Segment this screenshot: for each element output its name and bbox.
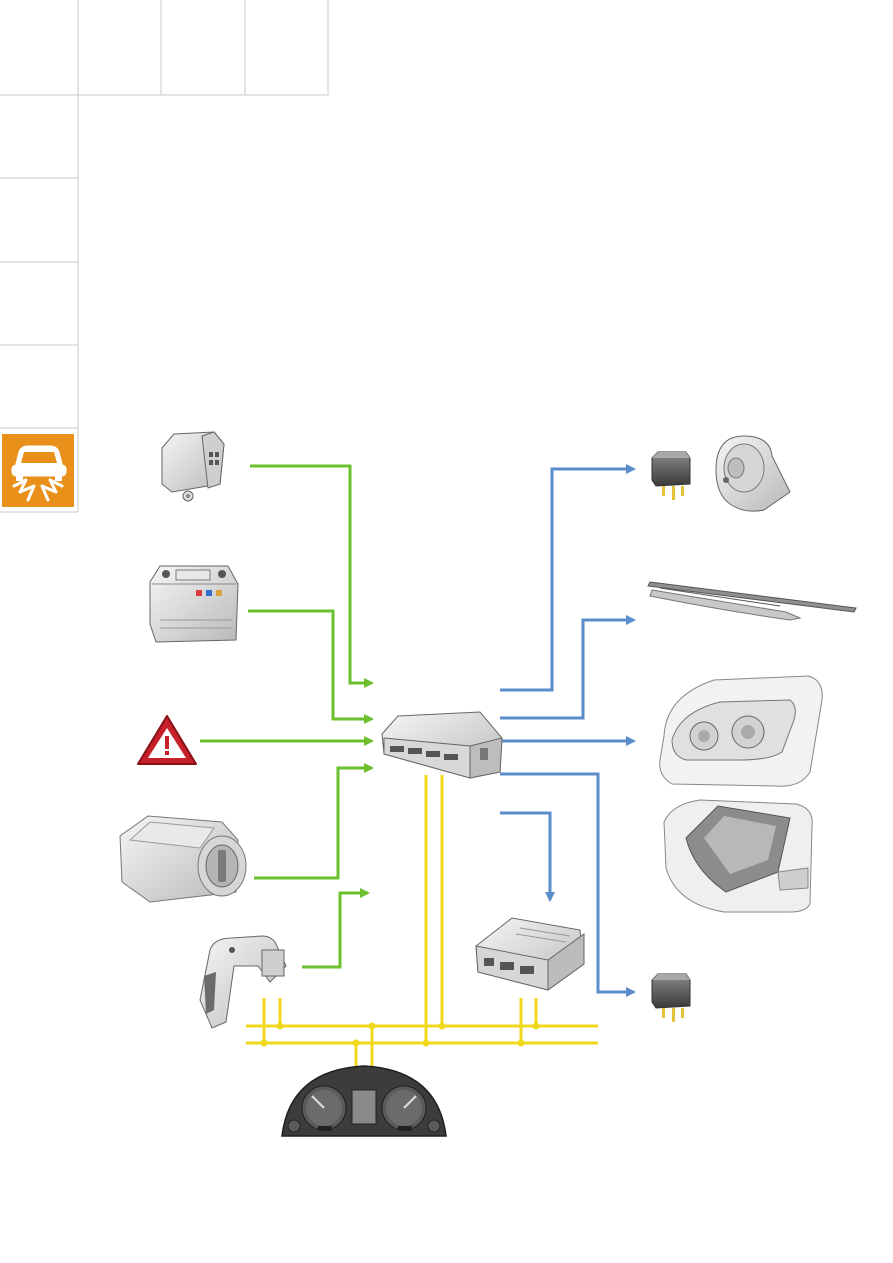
data-bus bbox=[246, 775, 598, 1068]
light-switch-icon bbox=[119, 815, 247, 903]
nav-tab-active[interactable] bbox=[2, 434, 74, 507]
tail-light-icon bbox=[663, 799, 813, 913]
control-unit-icon bbox=[381, 711, 503, 779]
nav-grid bbox=[0, 0, 329, 513]
output-line-horn bbox=[500, 464, 636, 692]
output-line-relay bbox=[500, 772, 636, 997]
output-signals bbox=[500, 464, 636, 997]
input-signals bbox=[200, 464, 374, 969]
relay-box-icon bbox=[161, 431, 225, 502]
hazard-triangle-icon bbox=[137, 715, 197, 765]
input-line-light-switch bbox=[254, 763, 374, 880]
wiper-blade-icon bbox=[647, 581, 857, 621]
horn-relay-icon bbox=[651, 451, 691, 500]
relay-icon bbox=[651, 973, 691, 1022]
output-line-module bbox=[500, 811, 555, 902]
module-icon bbox=[475, 917, 585, 991]
steering-column-switch-icon bbox=[199, 935, 287, 1029]
horn-icon bbox=[715, 435, 791, 512]
headlight-icon bbox=[659, 675, 823, 787]
bus-junctions bbox=[260, 1022, 540, 1047]
input-line-battery bbox=[248, 609, 374, 724]
input-line-relay-box bbox=[250, 464, 374, 688]
instrument-cluster-icon bbox=[281, 1065, 447, 1137]
car-skid-warning-icon bbox=[11, 445, 67, 502]
battery-icon bbox=[149, 565, 239, 643]
output-line-wiper bbox=[500, 615, 636, 720]
input-line-steering-switch bbox=[302, 888, 370, 969]
